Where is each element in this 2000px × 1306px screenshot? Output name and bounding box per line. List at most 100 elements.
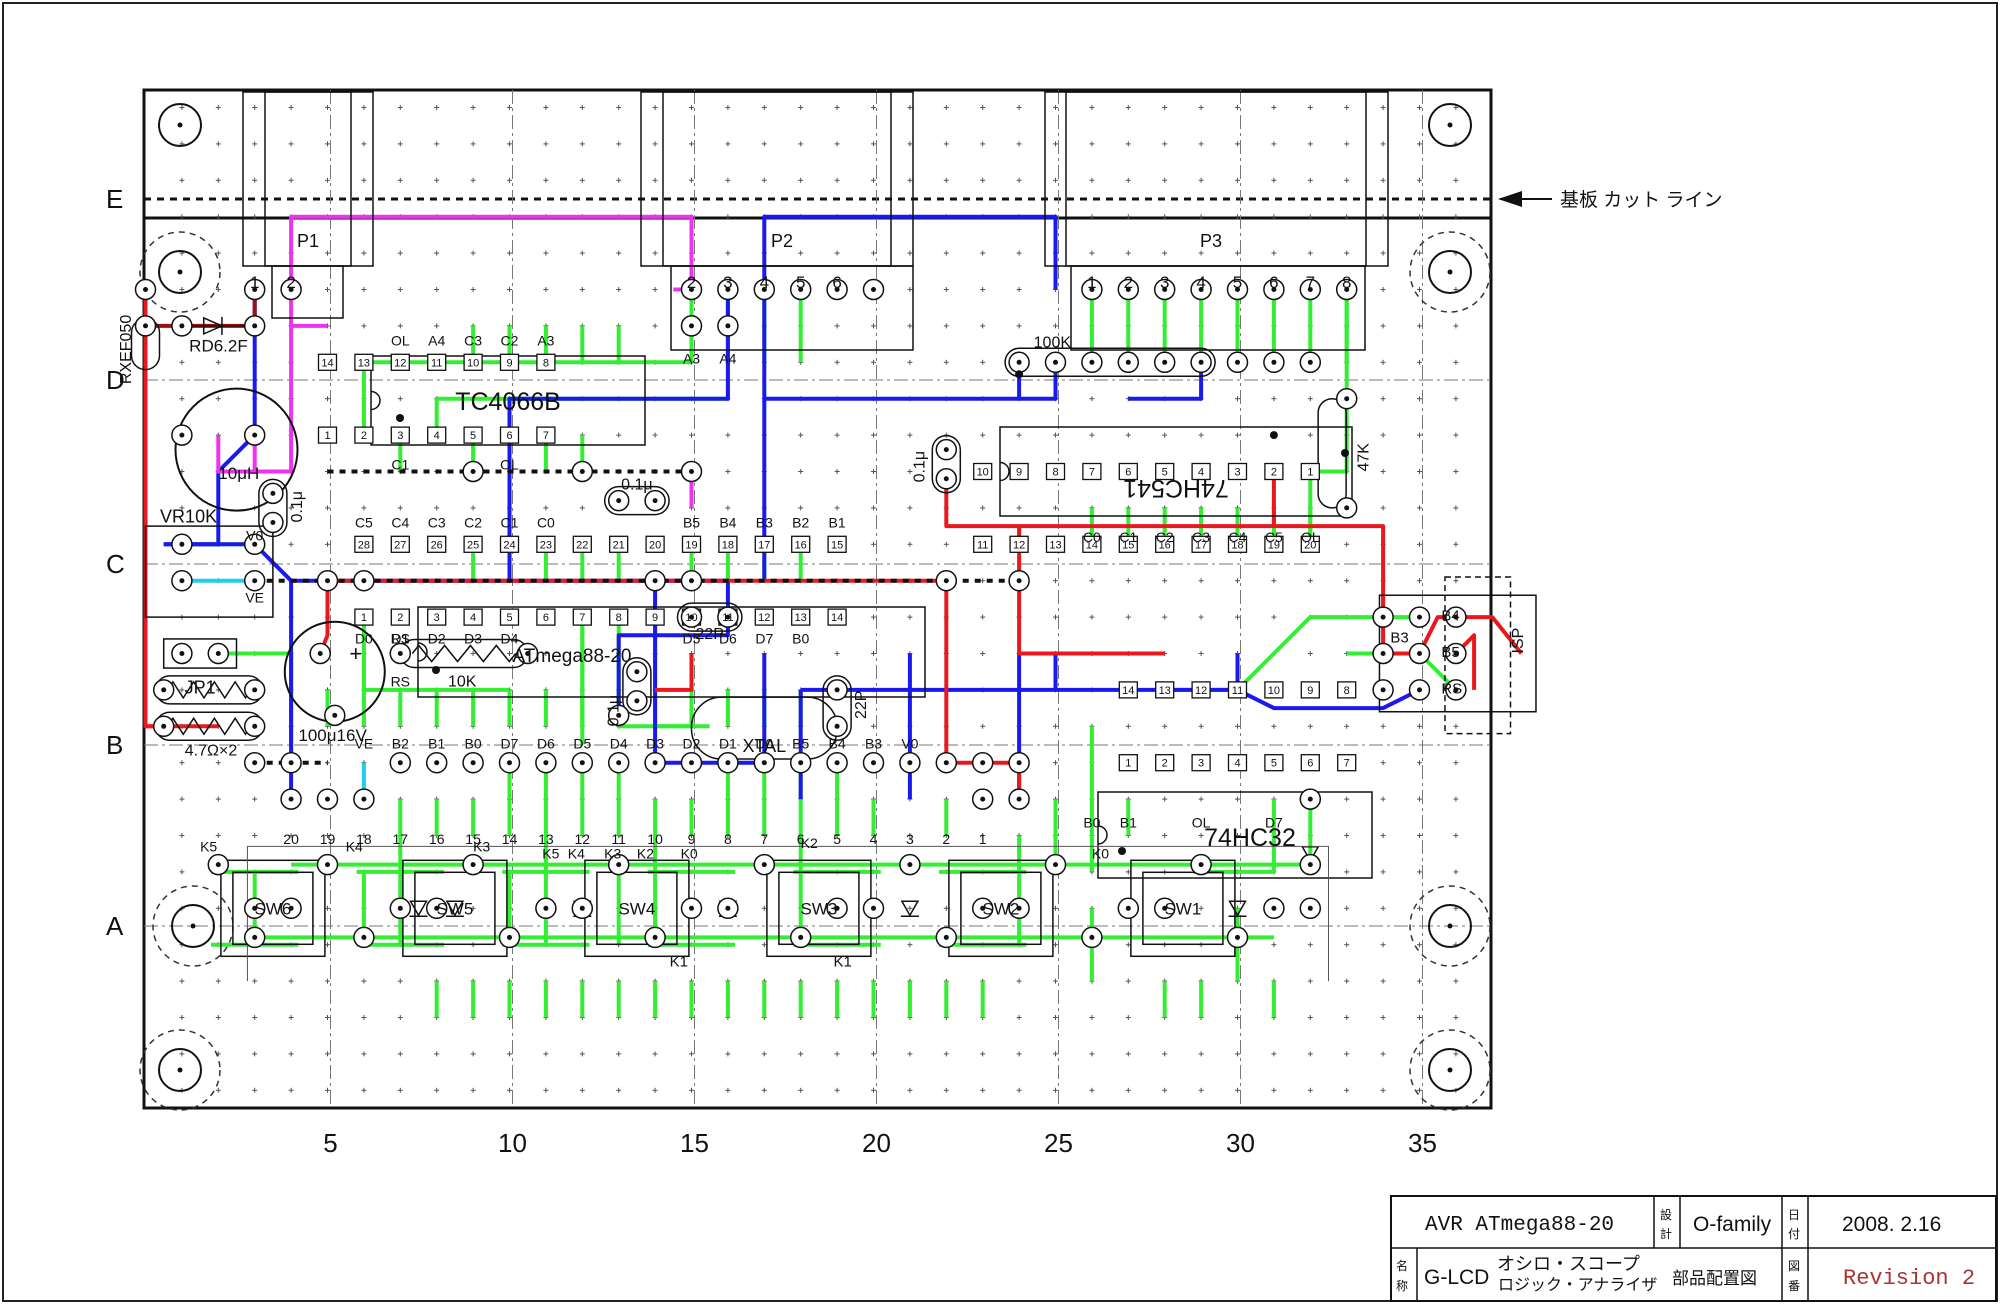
pad-hole [725,323,731,329]
pad-hole [507,934,512,940]
hc541-signal-label: C0 [1083,529,1101,545]
c22p-a-label: 22P [695,626,723,643]
p2-pin-number: 4 [760,273,769,292]
pad-hole [252,934,258,940]
mounting-hole [1428,904,1472,948]
hc541-pin [973,535,993,553]
pad-hole [361,578,367,584]
pad-hole [689,614,694,620]
pad-hole [689,578,694,584]
pad-hole [1344,505,1350,511]
cap01-c-label: 0.1μ [621,477,652,494]
hc32-pin-number: 13 [1159,685,1171,697]
inductor-body [174,387,299,512]
p3-pin-number: 7 [1306,273,1315,292]
isp-label: ISP [1510,628,1527,654]
elcap-plus: + [349,641,362,666]
pad-hole [943,476,949,482]
p2-pin-number: 3 [723,273,732,292]
row-label: B [106,730,123,760]
lcd-pin-number: 13 [538,831,554,847]
vr-body [144,525,274,618]
atmega-pin-number: 3 [434,612,440,624]
atmega-signal-label: B3 [756,514,773,530]
pad-hole [270,490,276,496]
k-label: K2 [801,835,818,851]
k-label: K3 [473,838,490,854]
switch-label: SW1 [1164,899,1201,918]
lcd-pin-number: 2 [942,831,950,847]
pad-hole [907,760,913,766]
hc32-pin-number: 7 [1344,758,1350,770]
pad-hole [525,651,531,656]
k-label: K3 [604,846,621,862]
hc541-signal-label: C5 [1265,529,1283,545]
lcd-pin-number: 20 [283,831,299,847]
hc32-pin [1337,754,1357,772]
pad-hole [579,760,585,766]
mounting-hole-keepout [139,231,221,313]
isp-b4-label: B4 [1441,608,1459,625]
hc541-signal-label: C1 [1119,529,1137,545]
tc4066-pin [536,426,556,444]
name-line-2: ロジック・アナライザ [1498,1276,1657,1294]
switch-label: SW2 [982,899,1019,918]
pad-hole [980,905,986,911]
lcd-pin-number: 15 [465,831,481,847]
pad-hole [215,862,221,868]
vr-label: VR10K [160,506,217,526]
res-b-zigzag [167,716,252,736]
hc32-pin [1155,754,1175,772]
trace [216,435,292,474]
trace [944,471,1420,656]
hc541-pin [1155,535,1175,553]
hc32-pin-number: 9 [1307,685,1313,697]
p1-pin-number: 2 [286,273,295,292]
lcd-signal-label: B4 [829,736,846,752]
tc4066-pin [463,426,483,444]
atmega-pin-number: 4 [470,612,476,624]
pad-hole [689,905,694,911]
atmega-signal-label: D7 [755,631,773,647]
hc32-pin-number: 10 [1268,685,1280,697]
atmega-signal-label: D2 [428,631,446,647]
xtal-label: XTAL [742,736,786,756]
column-label: 30 [1226,1128,1255,1158]
pad-hole [252,760,258,766]
k-label: K4 [568,846,585,862]
hc32-pin-number: 8 [1344,685,1350,697]
p1-pin-number: 1 [250,273,259,292]
p3-pin-number: 2 [1124,273,1133,292]
designer-name: O-family [1693,1213,1772,1236]
pad-hole [1417,614,1422,620]
pad-hole [980,760,986,766]
atmega-pin-number: 12 [758,612,770,624]
hc541-pin [1045,535,1066,553]
mounting-hole-center [1447,1067,1453,1073]
atmega-pin-number: 17 [758,539,770,551]
pad-hole [616,760,622,766]
hc541-pin-number: 10 [977,467,989,479]
name-label-2: 称 [1396,1279,1408,1293]
inductor-label: 10μH [218,464,259,483]
mounting-hole [158,250,202,294]
lcd-signal-label: D3 [646,736,664,752]
pad-hole [1053,862,1058,868]
pad-hole [1271,287,1277,292]
lcd-pin-number: 11 [611,831,626,847]
atmega-pin [463,535,483,553]
pad-hole [1235,359,1240,365]
res-10k-label: 10K [448,673,477,690]
pad-hole [907,862,913,868]
revision-label: Revision 2 [1843,1266,1975,1291]
pad-hole [470,760,476,766]
hc541-signal-label: C2 [1156,529,1174,545]
atmega-signal-label: D0 [355,631,373,647]
cap01-c [603,485,670,516]
atmega-pin-number: 10 [685,612,697,624]
atmega-pin [609,608,629,626]
atmega-pin-number: 20 [649,539,661,551]
k1-label: K1 [833,954,851,971]
atmega-pin [645,608,665,626]
